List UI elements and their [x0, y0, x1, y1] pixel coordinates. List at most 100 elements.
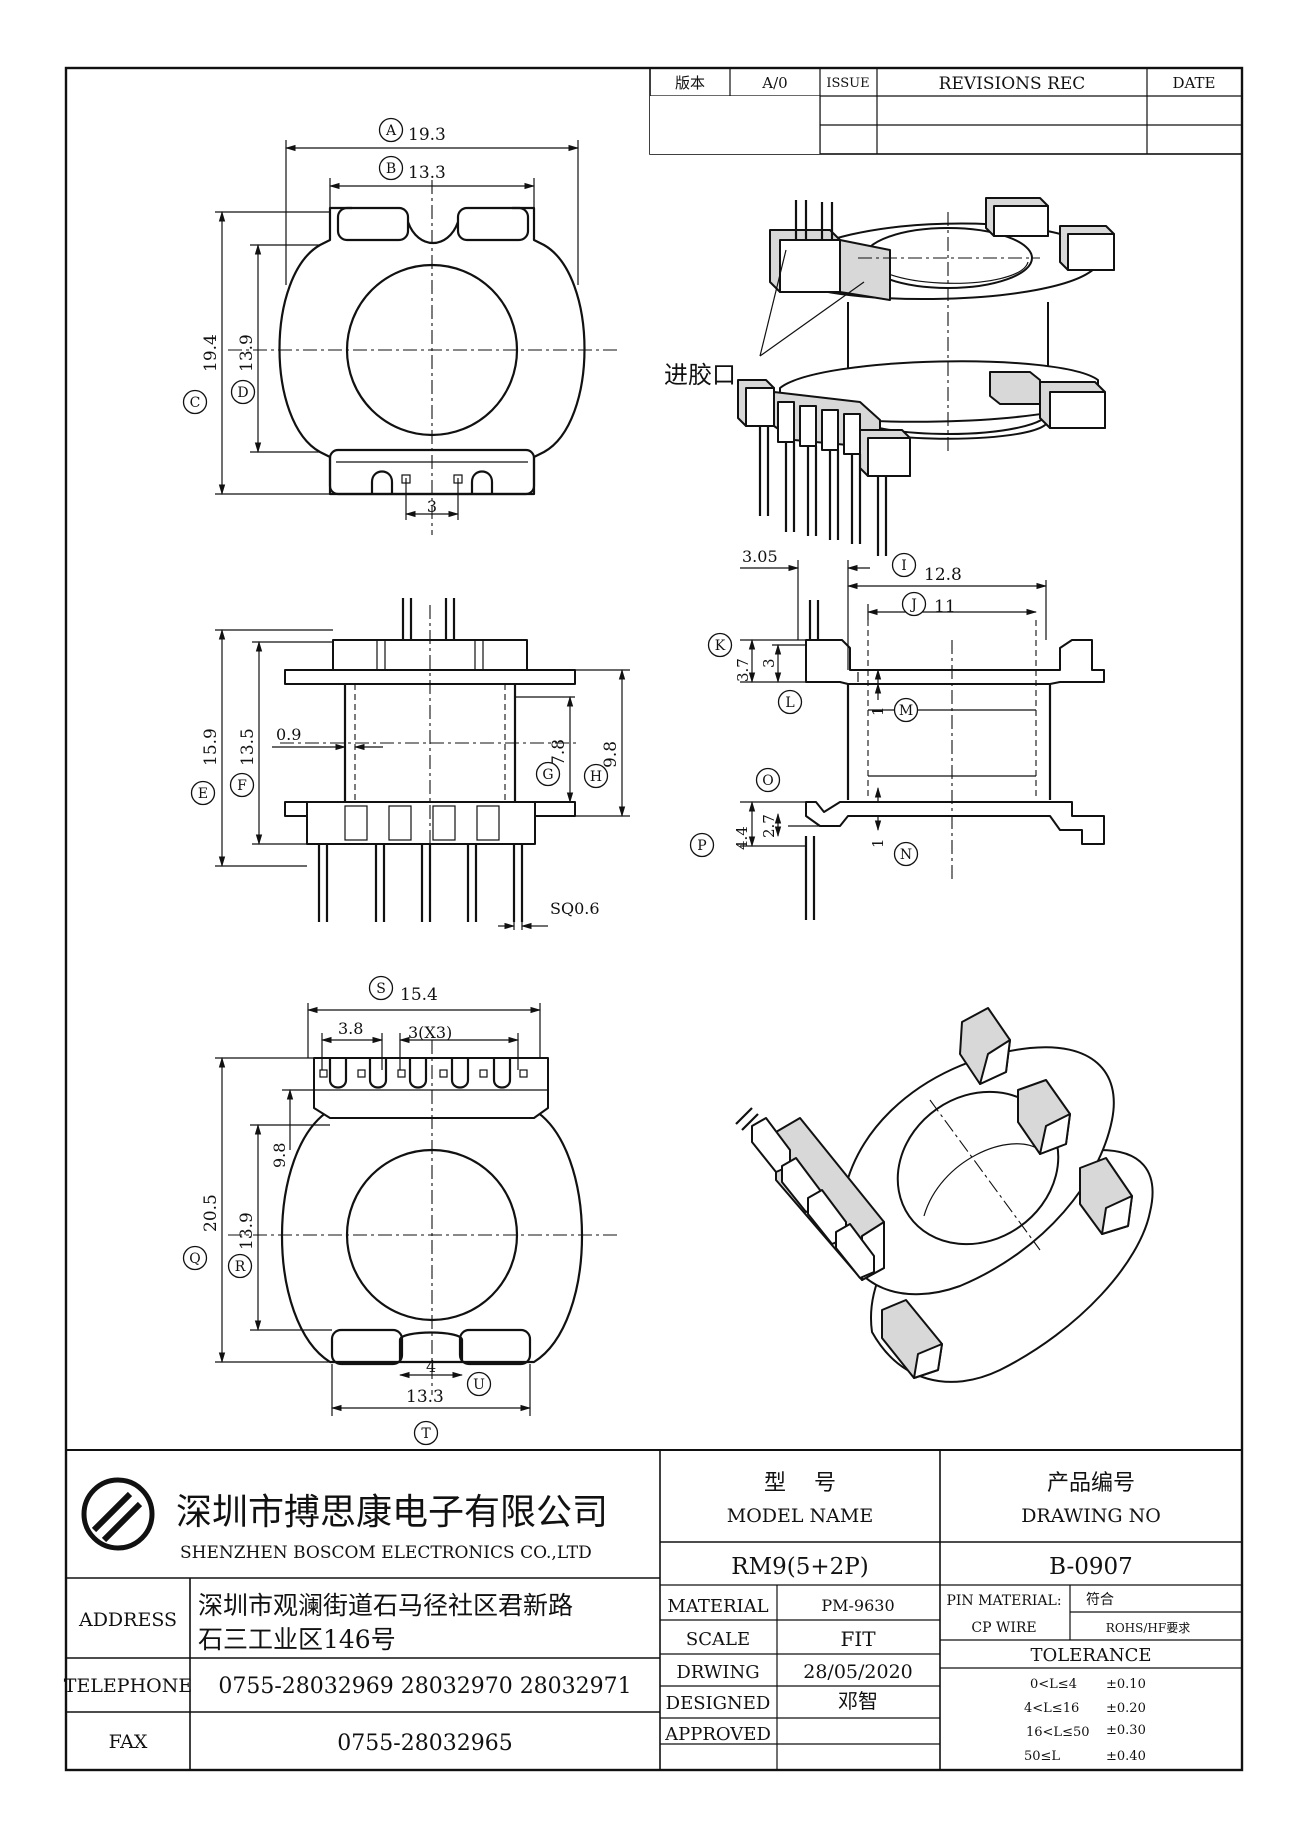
balloon-r: R	[235, 1259, 246, 1275]
balloon-j: J	[909, 597, 917, 613]
revision-table: 版本 A/0 ISSUE REVISIONS REC DATE	[649, 67, 1243, 155]
balloon-i: I	[901, 558, 907, 574]
tolerance-value-2: ±0.20	[1106, 1701, 1146, 1716]
balloon-b: B	[386, 161, 396, 177]
address-line-2: 石三工业区146号	[198, 1625, 396, 1654]
dim-d: 13.9	[237, 334, 257, 372]
model-value: RM9(5+2P)	[731, 1554, 868, 1580]
title-block: 深圳市搏思康电子有限公司 SHENZHEN BOSCOM ELECTRONICS…	[64, 1449, 1242, 1770]
gate-label: 进胶口	[664, 361, 736, 389]
dim-t: 13.3	[406, 1387, 444, 1407]
dim-side-top: 3.05	[742, 547, 778, 566]
bottom-view: S 15.4 3.8 3(X3) 20.5 Q 13.9 R 9.8 4 U 1…	[182, 975, 620, 1446]
telephone-label: TELEPHONE	[64, 1675, 192, 1697]
designed-label: DESIGNED	[666, 1693, 771, 1714]
tolerance-range-2: 4<L≤16	[1024, 1701, 1079, 1716]
top-view: A 19.3 B 13.3 19.4 C 13.9 D 3	[182, 117, 620, 535]
tolerance-value-3: ±0.30	[1106, 1723, 1146, 1738]
isometric-view-top: 进胶口	[664, 197, 1115, 556]
balloon-a: A	[385, 123, 397, 139]
cp-wire-label: CP WIRE	[971, 1620, 1036, 1636]
model-label-cn: 型 号	[764, 1471, 836, 1496]
address-label: ADDRESS	[78, 1609, 177, 1631]
model-label-en: MODEL NAME	[727, 1505, 873, 1527]
designed-value: 邓智	[838, 1689, 878, 1713]
drawing-value: B-0907	[1049, 1554, 1133, 1580]
dim-pin: SQ0.6	[550, 899, 600, 918]
drwing-label: DRWING	[676, 1662, 759, 1683]
dim-pitch-b: 3(X3)	[408, 1023, 452, 1042]
tolerance-label: TOLERANCE	[1030, 1645, 1151, 1666]
dim-j: 11	[934, 597, 956, 617]
company-name-cn: 深圳市搏思康电子有限公司	[176, 1492, 608, 1533]
balloon-l: L	[785, 695, 794, 711]
dim-n: 1	[869, 838, 887, 848]
dim-f: 13.5	[238, 728, 258, 766]
dim-p: 4.4	[733, 826, 751, 850]
material-label: MATERIAL	[667, 1596, 768, 1617]
balloon-q: Q	[189, 1251, 200, 1267]
dim-wall: 0.9	[276, 725, 301, 744]
balloon-h: H	[590, 769, 602, 785]
dim-k-inner: 3	[760, 658, 778, 668]
rev-version-value: A/0	[761, 74, 787, 92]
tolerance-range-4: 50≤L	[1024, 1749, 1060, 1764]
dim-u: 4	[426, 1357, 436, 1376]
front-view: 15.9 E 13.5 F 0.9 7.8 G 9.8 H SQ0.6	[190, 598, 630, 930]
rev-issue-label: ISSUE	[826, 76, 869, 91]
scale-value: FIT	[840, 1627, 876, 1651]
balloon-k: K	[715, 638, 726, 654]
dim-g: 7.8	[549, 739, 569, 766]
drawing-label-en: DRAWING NO	[1021, 1505, 1161, 1527]
balloon-g: G	[542, 767, 553, 783]
boscom-logo-icon	[81, 1477, 155, 1551]
side-view: 3.05 I 12.8 J 11 K 3.7 3 L 1 M 1 N O 2.7…	[689, 547, 1105, 920]
dim-a: 19.3	[408, 125, 446, 145]
isometric-view-bottom	[735, 1007, 1154, 1383]
drawing-label-cn: 产品编号	[1047, 1471, 1135, 1496]
dim-h: 9.8	[601, 741, 621, 768]
rev-records-label: REVISIONS REC	[939, 74, 1086, 94]
dim-i: 12.8	[924, 565, 962, 585]
fax-label: FAX	[109, 1731, 148, 1753]
balloon-f: F	[237, 778, 247, 794]
tolerance-value-1: ±0.10	[1106, 1677, 1146, 1692]
balloon-s: S	[376, 981, 386, 997]
company-name-en: SHENZHEN BOSCOM ELECTRONICS CO.,LTD	[180, 1543, 592, 1563]
dim-inner-9-8: 9.8	[270, 1143, 289, 1168]
balloon-c: C	[190, 395, 201, 411]
cp-wire-value: ROHS/HF要求	[1106, 1621, 1190, 1635]
fax-value: 0755-28032965	[337, 1731, 512, 1756]
balloon-d: D	[237, 385, 248, 401]
dim-q: 20.5	[201, 1194, 221, 1232]
tolerance-value-4: ±0.40	[1106, 1749, 1146, 1764]
dim-b: 13.3	[408, 163, 446, 183]
drwing-value: 28/05/2020	[803, 1661, 913, 1683]
dim-k: 3.7	[734, 658, 752, 682]
address-line-1: 深圳市观澜街道石马径社区君新路	[198, 1591, 573, 1620]
approved-label: APPROVED	[664, 1724, 771, 1745]
dim-pitch-a: 3.8	[338, 1019, 363, 1038]
dim-o: 2.7	[760, 814, 778, 838]
dim-c: 19.4	[201, 334, 221, 372]
tolerance-range-3: 16<L≤50	[1026, 1725, 1090, 1740]
dim-e: 15.9	[201, 728, 221, 766]
balloon-t: T	[421, 1426, 431, 1442]
pin-material-label: PIN MATERIAL:	[946, 1593, 1061, 1609]
rev-date-label: DATE	[1173, 74, 1216, 92]
balloon-p: P	[697, 838, 706, 854]
material-value: PM-9630	[821, 1596, 894, 1615]
balloon-o: O	[762, 773, 773, 789]
dim-r: 13.9	[237, 1212, 257, 1250]
dim-s: 15.4	[400, 985, 438, 1005]
dim-bottom-gap: 3	[427, 497, 437, 516]
balloon-m: M	[899, 703, 913, 719]
balloon-e: E	[198, 786, 208, 802]
balloon-u: U	[473, 1377, 485, 1393]
pin-material-value: 符合	[1086, 1592, 1114, 1608]
tolerance-range-1: 0<L≤4	[1030, 1677, 1077, 1692]
dim-m: 1	[869, 706, 887, 716]
telephone-value: 0755-28032969 28032970 28032971	[218, 1674, 631, 1699]
scale-label: SCALE	[686, 1629, 750, 1650]
